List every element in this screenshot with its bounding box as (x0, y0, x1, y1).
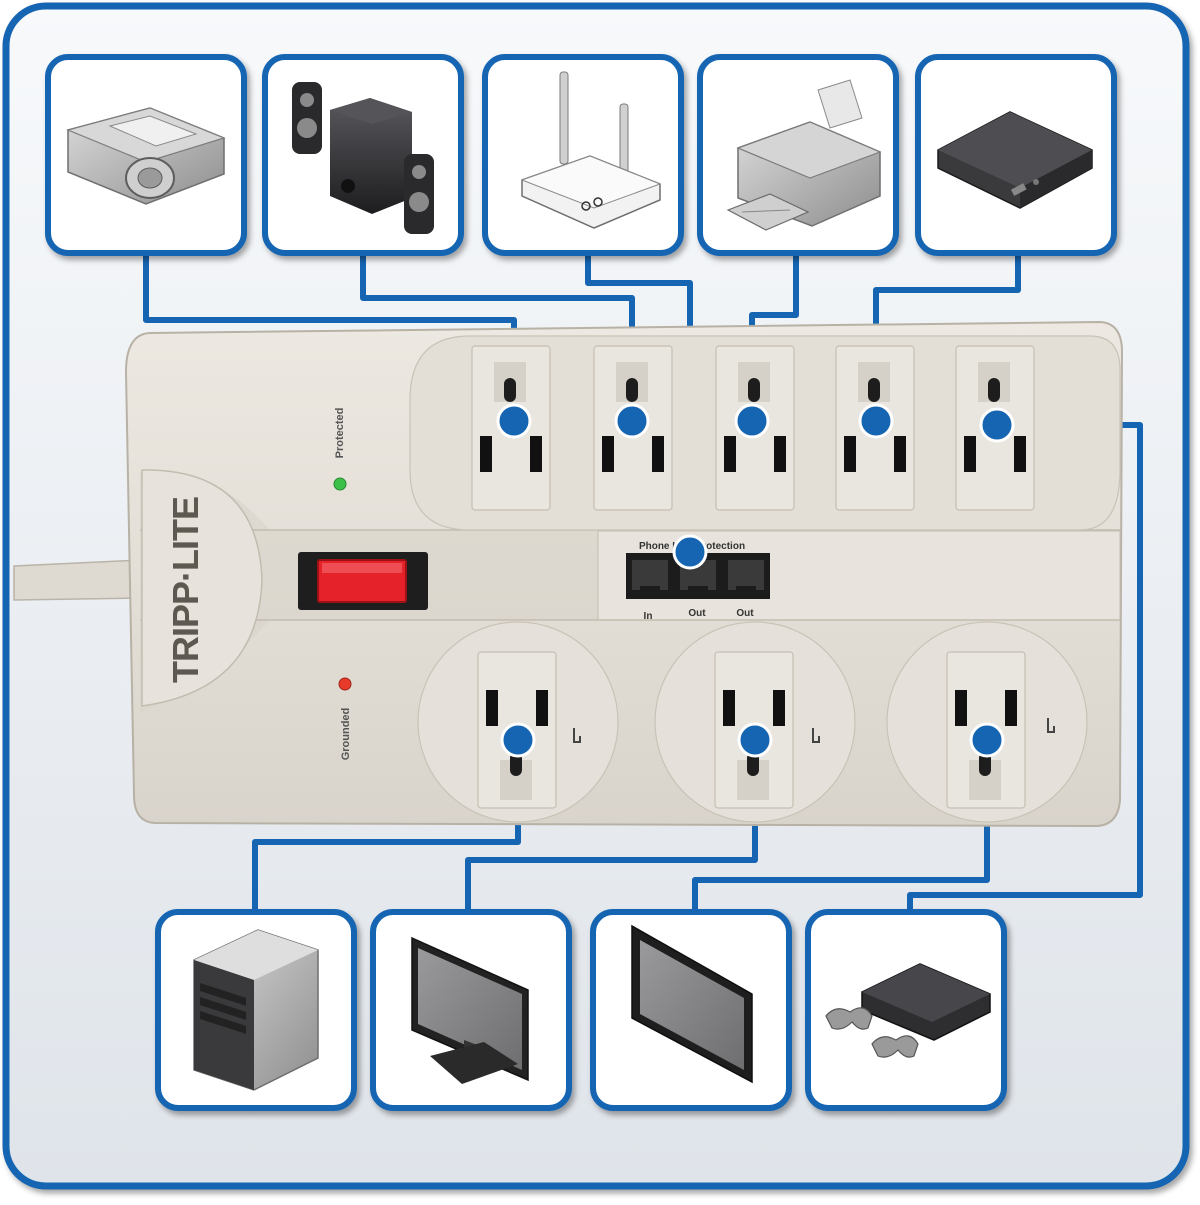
monitor-icon (411, 936, 529, 1084)
device-box-dvd[interactable] (915, 54, 1117, 256)
device-box-tablet[interactable] (590, 909, 792, 1111)
device-box-speakers[interactable] (262, 54, 464, 256)
connection-point-outlet-bottom-3 (969, 722, 1005, 758)
outlet-bottom-1[interactable] (417, 621, 619, 823)
grounded-label: Grounded (340, 708, 352, 761)
connection-point-phone (672, 534, 708, 570)
jack-label-out-1: Out (688, 608, 706, 619)
protected-label: Protected (334, 408, 346, 459)
connection-point-outlet-top-4 (858, 403, 894, 439)
connection-point-outlet-top-3 (734, 403, 770, 439)
power-strip: TRIPP·LITE Protected Grounded Phone Line… (13, 320, 1124, 828)
connection-point-outlet-bottom-1 (500, 722, 536, 758)
connection-point-outlet-top-5 (979, 407, 1015, 443)
game-console-icon (825, 963, 991, 1058)
connection-point-outlet-bottom-2 (737, 722, 773, 758)
device-box-monitor[interactable] (370, 909, 572, 1111)
logo-plate (141, 469, 263, 707)
jack-label-in: In (644, 611, 653, 622)
protected-led (333, 477, 347, 491)
device-box-printer[interactable] (697, 54, 899, 256)
printer-icon (726, 79, 882, 231)
power-cord (13, 559, 141, 601)
outlet-bottom-3[interactable] (886, 621, 1088, 823)
projector-icon (66, 107, 226, 205)
phone-jack-out-2[interactable] (722, 553, 770, 599)
brand-logo: TRIPP·LITE (165, 497, 206, 683)
phone-jack-in[interactable] (626, 553, 674, 599)
outlet-bottom-2[interactable] (654, 621, 856, 823)
router-icon (520, 71, 662, 229)
desktop-tower-icon (193, 929, 319, 1091)
device-box-projector[interactable] (45, 54, 247, 256)
grounded-led (338, 677, 352, 691)
jack-label-out-2: Out (736, 608, 754, 619)
speakers-icon (292, 82, 434, 234)
power-switch[interactable] (298, 552, 428, 610)
tablet-icon (631, 924, 753, 1084)
device-box-router[interactable] (482, 54, 684, 256)
device-box-desktop-tower[interactable] (155, 909, 357, 1111)
connection-point-outlet-top-1 (496, 403, 532, 439)
device-box-game-console[interactable] (805, 909, 1007, 1111)
connection-point-outlet-top-2 (614, 403, 650, 439)
dvd-player-icon (937, 111, 1093, 209)
connection-points (496, 403, 1015, 758)
